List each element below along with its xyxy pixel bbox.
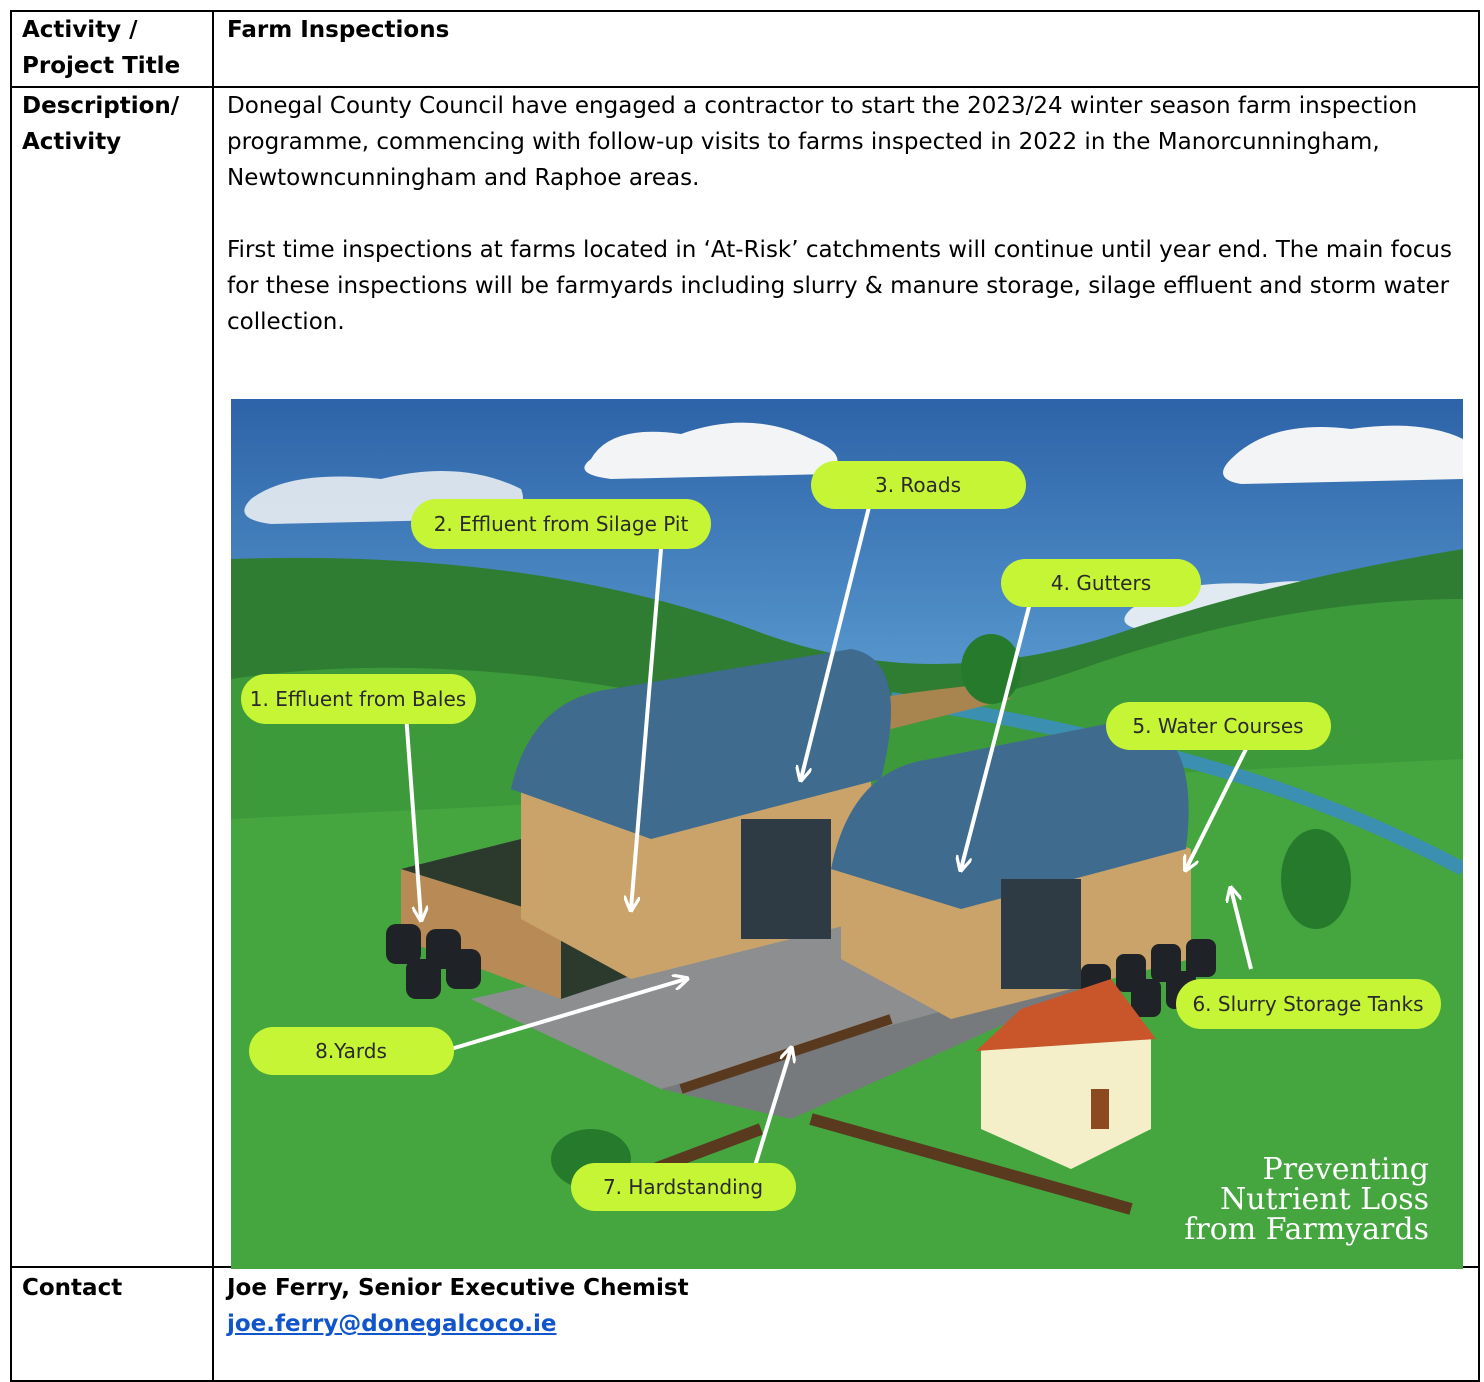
caption-line-1: Preventing	[1263, 1152, 1429, 1187]
callout-2: 2. Effluent from Silage Pit	[411, 499, 711, 549]
table-border-right	[1478, 10, 1480, 1382]
table-border-mid	[212, 10, 214, 1382]
bales	[386, 924, 481, 999]
table-border-row1	[10, 86, 1480, 88]
title-label: Activity / Project Title	[22, 17, 181, 79]
callout-2-text: 2. Effluent from Silage Pit	[434, 512, 689, 536]
illustration-caption: Preventing Nutrient Loss from Farmyards	[1184, 1152, 1429, 1247]
callout-3: 3. Roads	[811, 461, 1026, 509]
callout-3-text: 3. Roads	[875, 473, 961, 497]
callout-5-text: 5. Water Courses	[1132, 714, 1303, 738]
shed-1	[511, 649, 891, 979]
table-border-top	[10, 10, 1480, 12]
contact-row: Contact Joe Ferry, Senior Executive Chem…	[10, 1268, 1480, 1380]
callout-1: 1. Effluent from Bales	[241, 674, 476, 724]
arrows	[404, 498, 1253, 1180]
callout-6: 6. Slurry Storage Tanks	[1176, 979, 1441, 1029]
shed-2	[831, 719, 1191, 1019]
table-border-bottom	[10, 1380, 1480, 1382]
farmyard-illustration: 1. Effluent from Bales 2. Effluent from …	[231, 399, 1463, 1269]
description-label: Description/ Activity	[22, 93, 180, 155]
contact-details: Joe Ferry, Senior Executive Chemist joe.…	[213, 1268, 1480, 1350]
callout-4: 4. Gutters	[1001, 559, 1201, 607]
project-title: Farm Inspections	[227, 17, 450, 43]
callout-4-text: 4. Gutters	[1051, 571, 1151, 595]
callout-8-text: 8.Yards	[315, 1039, 387, 1063]
title-row: Activity / Project Title Farm Inspection…	[10, 10, 1480, 86]
callout-5: 5. Water Courses	[1106, 702, 1331, 750]
contact-label: Contact	[22, 1275, 123, 1301]
callout-1-text: 1. Effluent from Bales	[250, 687, 466, 711]
description-paragraph-2: First time inspections at farms located …	[227, 237, 1452, 335]
description-paragraph-1: Donegal County Council have engaged a co…	[227, 93, 1418, 191]
description-row: Description/ Activity Donegal County Cou…	[10, 88, 1480, 1266]
callout-6-text: 6. Slurry Storage Tanks	[1192, 992, 1423, 1016]
callout-8: 8.Yards	[249, 1027, 454, 1075]
contact-name: Joe Ferry, Senior Executive Chemist	[227, 1275, 689, 1301]
description-text: Donegal County Council have engaged a co…	[213, 88, 1480, 348]
callout-7-text: 7. Hardstanding	[603, 1175, 763, 1199]
table-border-left	[10, 10, 12, 1382]
farm-house	[976, 979, 1156, 1169]
contact-email-link[interactable]: joe.ferry@donegalcoco.ie	[227, 1311, 557, 1337]
water-course	[890, 692, 1463, 876]
callout-7: 7. Hardstanding	[571, 1163, 796, 1211]
caption-line-3: from Farmyards	[1184, 1212, 1429, 1247]
caption-line-2: Nutrient Loss	[1220, 1182, 1429, 1217]
